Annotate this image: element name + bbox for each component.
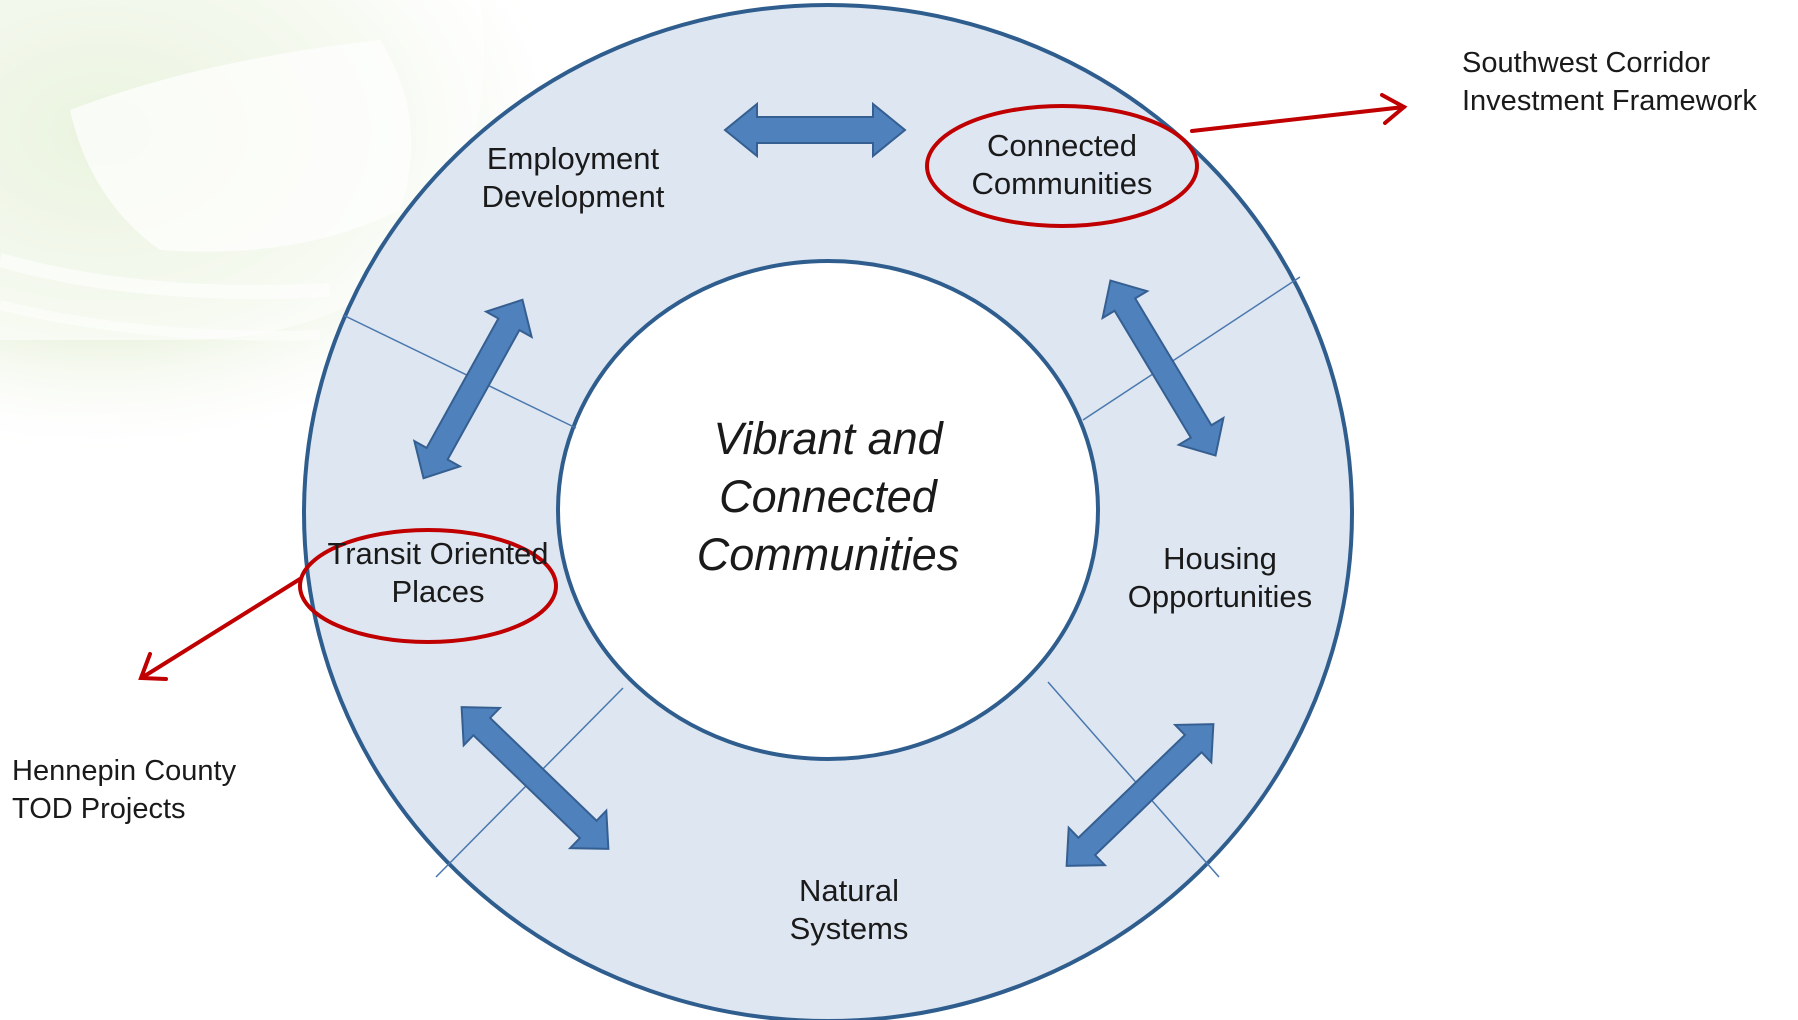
transit-oriented-places-label: Transit Oriented Places <box>318 535 558 611</box>
center-line1: Vibrant and <box>713 413 943 464</box>
hennepin-line1: Hennepin County <box>12 755 237 787</box>
outer-ring <box>304 5 1352 1020</box>
employment-line1: Employment <box>486 141 660 176</box>
highlight-ellipse-connected <box>925 104 1199 228</box>
hennepin-line2: TOD Projects <box>12 793 186 825</box>
connected-line1: Connected <box>987 128 1137 163</box>
relationship-arrows <box>412 101 1225 867</box>
callout-arrow-southwest <box>1190 105 1406 133</box>
natural-line1: Natural <box>799 873 899 908</box>
natural-line2: Systems <box>789 911 909 946</box>
transit-line1: Transit Oriented <box>327 536 549 571</box>
highlight-ellipse-transit <box>298 528 558 644</box>
arrow-top <box>723 101 907 159</box>
southwest-corridor-callout: Southwest Corridor Investment Framework <box>1462 44 1792 120</box>
housing-line2: Opportunities <box>1127 579 1313 614</box>
transit-line2: Places <box>391 574 485 609</box>
center-line3: Communities <box>696 529 960 580</box>
arrow-lower-right <box>1065 723 1215 867</box>
housing-opportunities-label: Housing Opportunities <box>1115 540 1325 616</box>
center-title: Vibrant and Connected Communities <box>628 410 1028 584</box>
callout-arrows <box>138 93 1408 681</box>
employment-development-label: Employment Development <box>468 140 678 216</box>
connected-line2: Communities <box>971 166 1153 201</box>
arrow-lower-left <box>460 706 610 850</box>
connected-communities-label: Connected Communities <box>957 127 1167 203</box>
hennepin-county-callout: Hennepin County TOD Projects <box>12 752 312 828</box>
southwest-line2: Investment Framework <box>1462 85 1757 117</box>
employment-line2: Development <box>481 179 665 214</box>
center-line2: Connected <box>719 471 937 522</box>
housing-line1: Housing <box>1163 541 1277 576</box>
arrow-upper-right <box>1101 279 1225 457</box>
southwest-line1: Southwest Corridor <box>1462 47 1711 79</box>
inner-circle <box>556 259 1100 761</box>
callout-arrow-hennepin <box>141 577 302 679</box>
outer-ring-border <box>302 3 1354 1020</box>
natural-systems-label: Natural Systems <box>744 872 954 948</box>
arrow-upper-left <box>412 298 534 480</box>
